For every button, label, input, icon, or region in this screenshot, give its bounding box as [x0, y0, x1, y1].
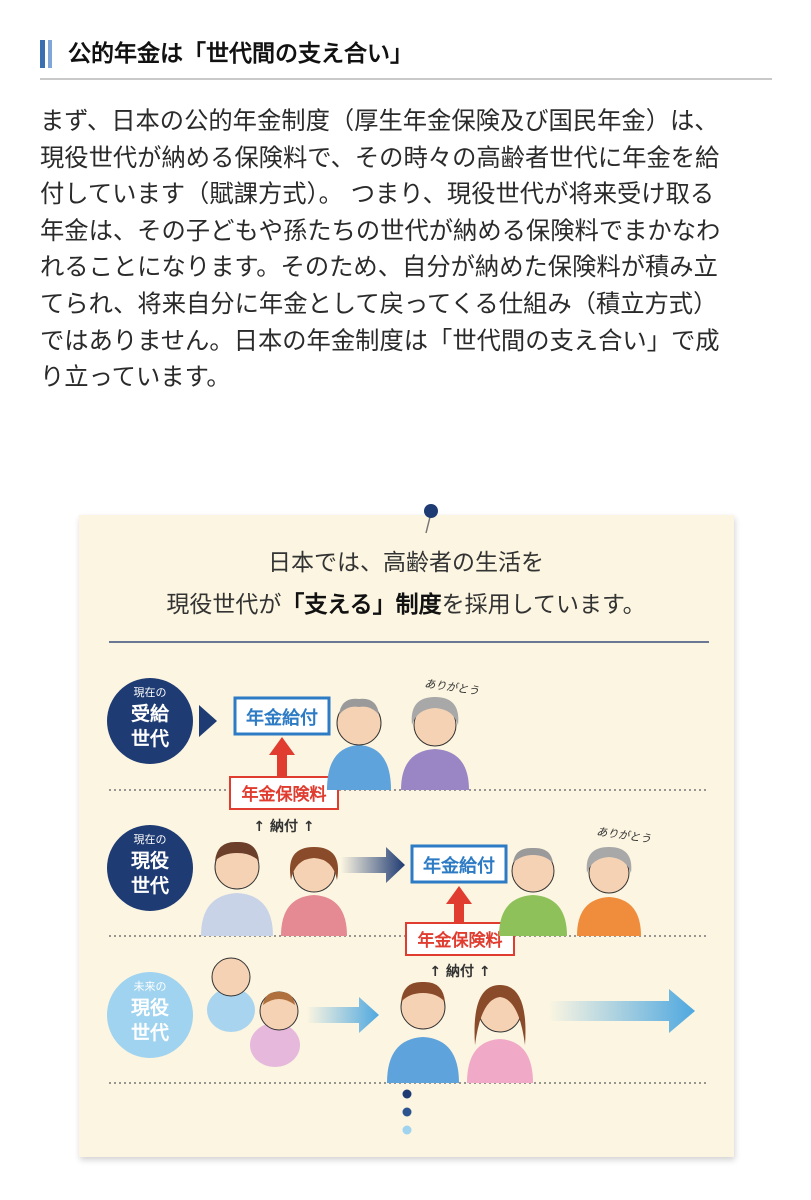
arrow-right-icon — [307, 997, 379, 1033]
arrow-right-icon — [549, 989, 695, 1033]
gen-small-label: 現在の — [134, 686, 167, 699]
gen-label-line2: 世代 — [131, 728, 169, 750]
gen-label-line1: 現役 — [131, 996, 169, 1019]
continuation-dot — [402, 1107, 412, 1117]
future-woman-icon — [467, 985, 533, 1083]
continuation-dot — [402, 1125, 412, 1135]
gen-label-line2: 世代 — [131, 1022, 169, 1044]
generation-future-workers: 未来の 現役 世代 — [107, 972, 193, 1058]
svg-text:年金給付: 年金給付 — [423, 855, 495, 877]
svg-text:年金保険料: 年金保険料 — [242, 784, 327, 805]
benefit-box: 年金給付 — [233, 696, 331, 736]
svg-text:年金給付: 年金給付 — [246, 707, 318, 729]
gen-label-line1: 受給 — [131, 702, 170, 725]
working-woman-icon — [281, 847, 347, 936]
paragraph-line: 付しています（賦課方式）。 つまり、現役世代が将来受け取る — [40, 179, 715, 209]
paragraph-line: 年金は、その子どもや孫たちの世代が納める保険料でまかなわ — [40, 215, 721, 245]
paragraph-line: れることになります。そのため、自分が納めた保険料が積み立 — [40, 252, 718, 282]
pension-diagram: 日本では、高齢者の生活を 現役世代が「支える」制度を採用しています。 現在の 受… — [107, 550, 709, 1135]
red-up-arrow-icon — [446, 886, 472, 923]
gen-label-line1: 現役 — [131, 849, 169, 872]
illustration-title-line2: 現役世代が「支える」制度を採用しています。 — [166, 591, 645, 618]
paragraph-line: ではありません。日本の年金制度は「世代間の支え合い」で成 — [40, 325, 720, 355]
arrow-right-icon — [341, 847, 405, 883]
premium-box: 年金保険料 — [229, 776, 339, 810]
article-paragraph: まず、日本の公的年金制度（厚生年金保険及び国民年金）は、 現役世代が納める保険料… — [40, 103, 772, 396]
title-line2-pre: 現役世代が — [166, 592, 281, 618]
section-heading: 公的年金は「世代間の支え合い」 — [40, 38, 772, 80]
future-man-icon — [387, 981, 459, 1083]
title-line2-bold: 「支える」制度 — [281, 591, 442, 618]
baby-boy-icon — [207, 957, 255, 1032]
generation-current-recipients: 現在の 受給 世代 — [107, 678, 217, 764]
gen-label-line2: 世代 — [131, 875, 169, 897]
paragraph-line: まず、日本の公的年金制度（厚生年金保険及び国民年金）は、 — [40, 106, 719, 135]
heading-accent-bar-light — [48, 40, 52, 68]
gen-small-label: 未来の — [134, 980, 167, 993]
paragraph-line: てられ、将来自分に年金として戻ってくる仕組み（積立方式） — [40, 288, 718, 318]
paragraph-line: 現役世代が納める保険料で、その時々の高齢者世代に年金を給 — [40, 142, 720, 172]
elderly-woman-icon — [401, 697, 469, 790]
payment-label: ↑ 納付 ↑ — [429, 963, 490, 980]
thanks-label: ありがとう — [424, 677, 480, 698]
generation-current-workers: 現在の 現役 世代 — [107, 825, 193, 911]
svg-text:年金保険料: 年金保険料 — [418, 930, 503, 951]
elderly-man-icon — [327, 698, 391, 790]
title-line2-post: を採用しています。 — [442, 592, 646, 618]
gen-small-label: 現在の — [134, 833, 167, 846]
red-up-arrow-icon — [269, 737, 295, 777]
pension-illustration: 日本では、高齢者の生活を 現役世代が「支える」制度を採用しています。 現在の 受… — [79, 515, 734, 1157]
elderly-woman-icon — [577, 847, 641, 936]
heading-accent-bar — [40, 40, 45, 68]
baby-girl-icon — [250, 991, 300, 1067]
premium-box: 年金保険料 — [405, 922, 515, 956]
benefit-box: 年金給付 — [410, 844, 508, 884]
payment-label: ↑ 納付 ↑ — [253, 818, 314, 835]
illustration-title-line1: 日本では、高齢者の生活を — [268, 550, 544, 576]
thanks-label: ありがとう — [596, 825, 652, 846]
working-man-icon — [201, 841, 273, 936]
continuation-dot — [402, 1089, 412, 1099]
pushpin-icon — [424, 504, 438, 534]
elderly-man-icon — [499, 847, 567, 936]
section-title: 公的年金は「世代間の支え合い」 — [68, 41, 413, 67]
arrow-right-icon — [199, 705, 217, 737]
paragraph-line: り立っています。 — [40, 362, 231, 392]
